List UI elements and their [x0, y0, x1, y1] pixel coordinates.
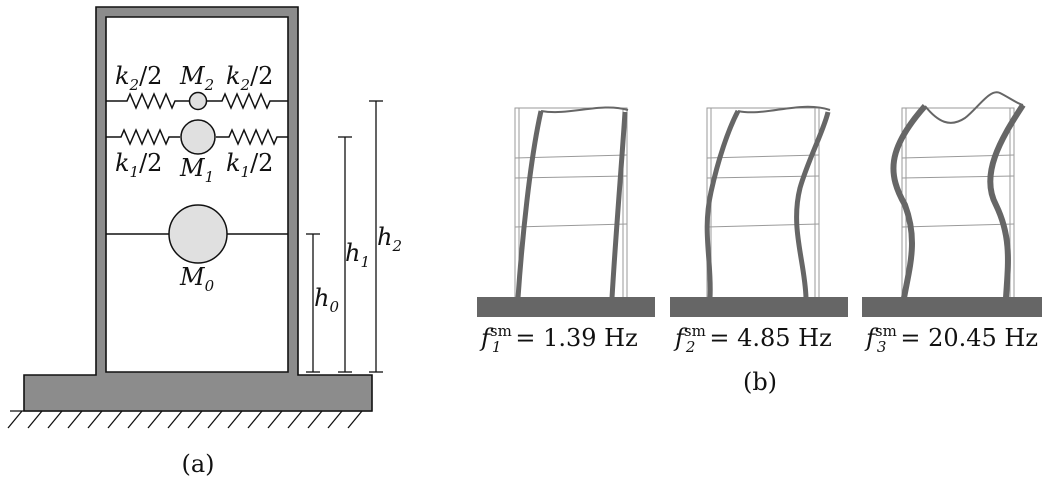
caption-b: (b)	[743, 368, 777, 396]
spring-line-mid	[106, 128, 288, 146]
spring-label-mid-left: k1/2	[115, 149, 162, 181]
height-dimensions	[306, 100, 383, 373]
mode-3-roof	[924, 91, 1024, 124]
mass-label-top: M2	[179, 62, 214, 94]
spring-line-top	[106, 92, 288, 110]
ground-hatching	[7, 410, 372, 429]
spring-label-top-left: k2/2	[115, 62, 162, 94]
mass-label-bottom: M0	[179, 263, 215, 295]
thin-frame-1	[514, 107, 628, 299]
mode-2-right-column	[794, 111, 831, 299]
mode-1-base	[477, 297, 655, 317]
mode-shape-2	[670, 105, 848, 317]
mode-shape-1	[477, 106, 655, 317]
height-label-1: h1	[345, 239, 370, 271]
panel-a: k2/2 M2 k2/2 k1/2 M1 k1/2 M0	[7, 6, 402, 478]
height-label-0: h0	[314, 284, 339, 316]
frame-structure	[23, 6, 373, 412]
mass-mid	[180, 119, 216, 155]
mode-2-left-column	[704, 109, 741, 299]
mass-label-mid: M1	[179, 154, 214, 186]
mode-2-base	[670, 297, 848, 317]
mode-1-roof	[540, 106, 629, 114]
mode-shape-3	[862, 91, 1042, 317]
mode-2-roof	[737, 105, 831, 114]
mass-bottom	[168, 204, 228, 264]
mass-top	[188, 91, 208, 111]
height-label-2: h2	[377, 223, 402, 255]
mode-3-right-column	[987, 103, 1026, 299]
mode-3-left-column	[890, 104, 928, 299]
mode-1-right-column	[609, 111, 628, 299]
mode-1-left-column	[515, 110, 544, 299]
caption-a: (a)	[181, 450, 214, 478]
spring-label-top-right: k2/2	[226, 62, 273, 94]
spring-label-mid-right: k1/2	[226, 149, 273, 181]
mode-3-base	[862, 297, 1042, 317]
